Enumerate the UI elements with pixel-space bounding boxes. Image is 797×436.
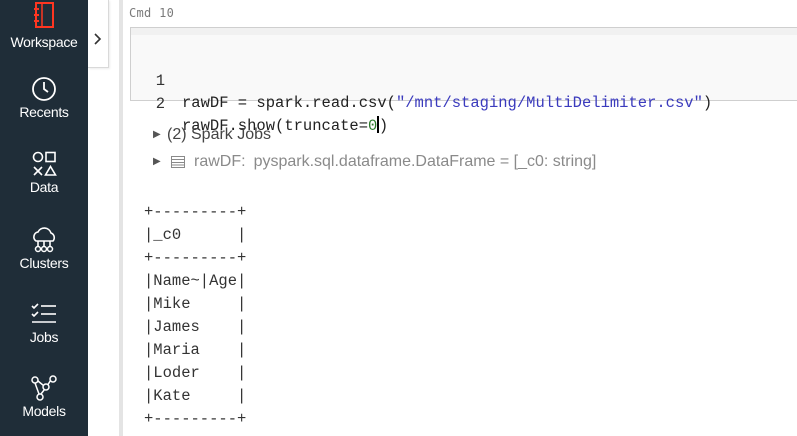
sidebar-item-clusters[interactable]: Clusters — [0, 226, 88, 271]
text-caret — [377, 116, 379, 133]
model-graph-icon — [31, 375, 57, 401]
checklist-icon — [31, 303, 56, 323]
table-icon — [171, 156, 185, 168]
cloud-cluster-icon — [33, 227, 56, 253]
sidebar-item-recents[interactable]: Recents — [0, 75, 88, 120]
sidebar-item-models[interactable]: Models — [0, 374, 88, 419]
triangle-right-icon: ▶ — [153, 156, 161, 167]
notebook-gutter — [119, 0, 123, 436]
dataframe-name: rawDF: — [194, 153, 246, 170]
chevron-right-icon — [94, 33, 102, 45]
code-text[interactable]: rawDF = spark.read.csv("/mnt/staging/Mul… — [182, 94, 713, 112]
sidebar-item-workspace[interactable]: Workspace — [0, 0, 88, 50]
spark-jobs-toggle[interactable]: ▶ (2) Spark Jobs — [153, 125, 271, 145]
dataframe-type: pyspark.sql.dataframe.DataFrame = [_c0: … — [253, 153, 597, 170]
sidebar-item-label: Recents — [19, 104, 69, 120]
code-line[interactable]: 1 rawDF = spark.read.csv("/mnt/staging/M… — [131, 48, 713, 112]
line-number: 1 — [155, 72, 165, 90]
spark-jobs-label: (2) Spark Jobs — [167, 126, 272, 143]
code-line[interactable]: 2 rawDF.show(truncate=0) — [131, 71, 388, 135]
line-number: 2 — [155, 95, 165, 113]
sidebar-item-label: Jobs — [29, 329, 59, 345]
notebook-icon — [34, 2, 54, 28]
clock-icon — [32, 77, 56, 101]
cell-top-bar — [131, 28, 797, 35]
sidebar-collapse-toggle[interactable] — [88, 0, 109, 68]
sidebar-item-jobs[interactable]: Jobs — [0, 300, 88, 345]
show-output-table: +---------+ |_c0 | +---------+ |Name~|Ag… — [144, 203, 247, 428]
code-text[interactable]: rawDF.show(truncate=0) — [182, 116, 389, 135]
data-shapes-icon — [32, 151, 57, 176]
sidebar-item-label: Models — [22, 403, 66, 419]
code-cell[interactable]: 1 rawDF = spark.read.csv("/mnt/staging/M… — [130, 27, 797, 135]
cell-command-label: Cmd 10 — [129, 6, 175, 20]
sidebar-item-label: Workspace — [10, 34, 78, 50]
sidebar-item-data[interactable]: Data — [0, 150, 88, 195]
sidebar: Workspace Recents Data Clusters — [0, 0, 88, 436]
dataframe-schema-toggle[interactable]: ▶ rawDF: pyspark.sql.dataframe.DataFrame … — [153, 152, 596, 172]
triangle-right-icon: ▶ — [153, 129, 161, 140]
sidebar-item-label: Data — [29, 179, 59, 195]
sidebar-item-label: Clusters — [19, 255, 69, 271]
